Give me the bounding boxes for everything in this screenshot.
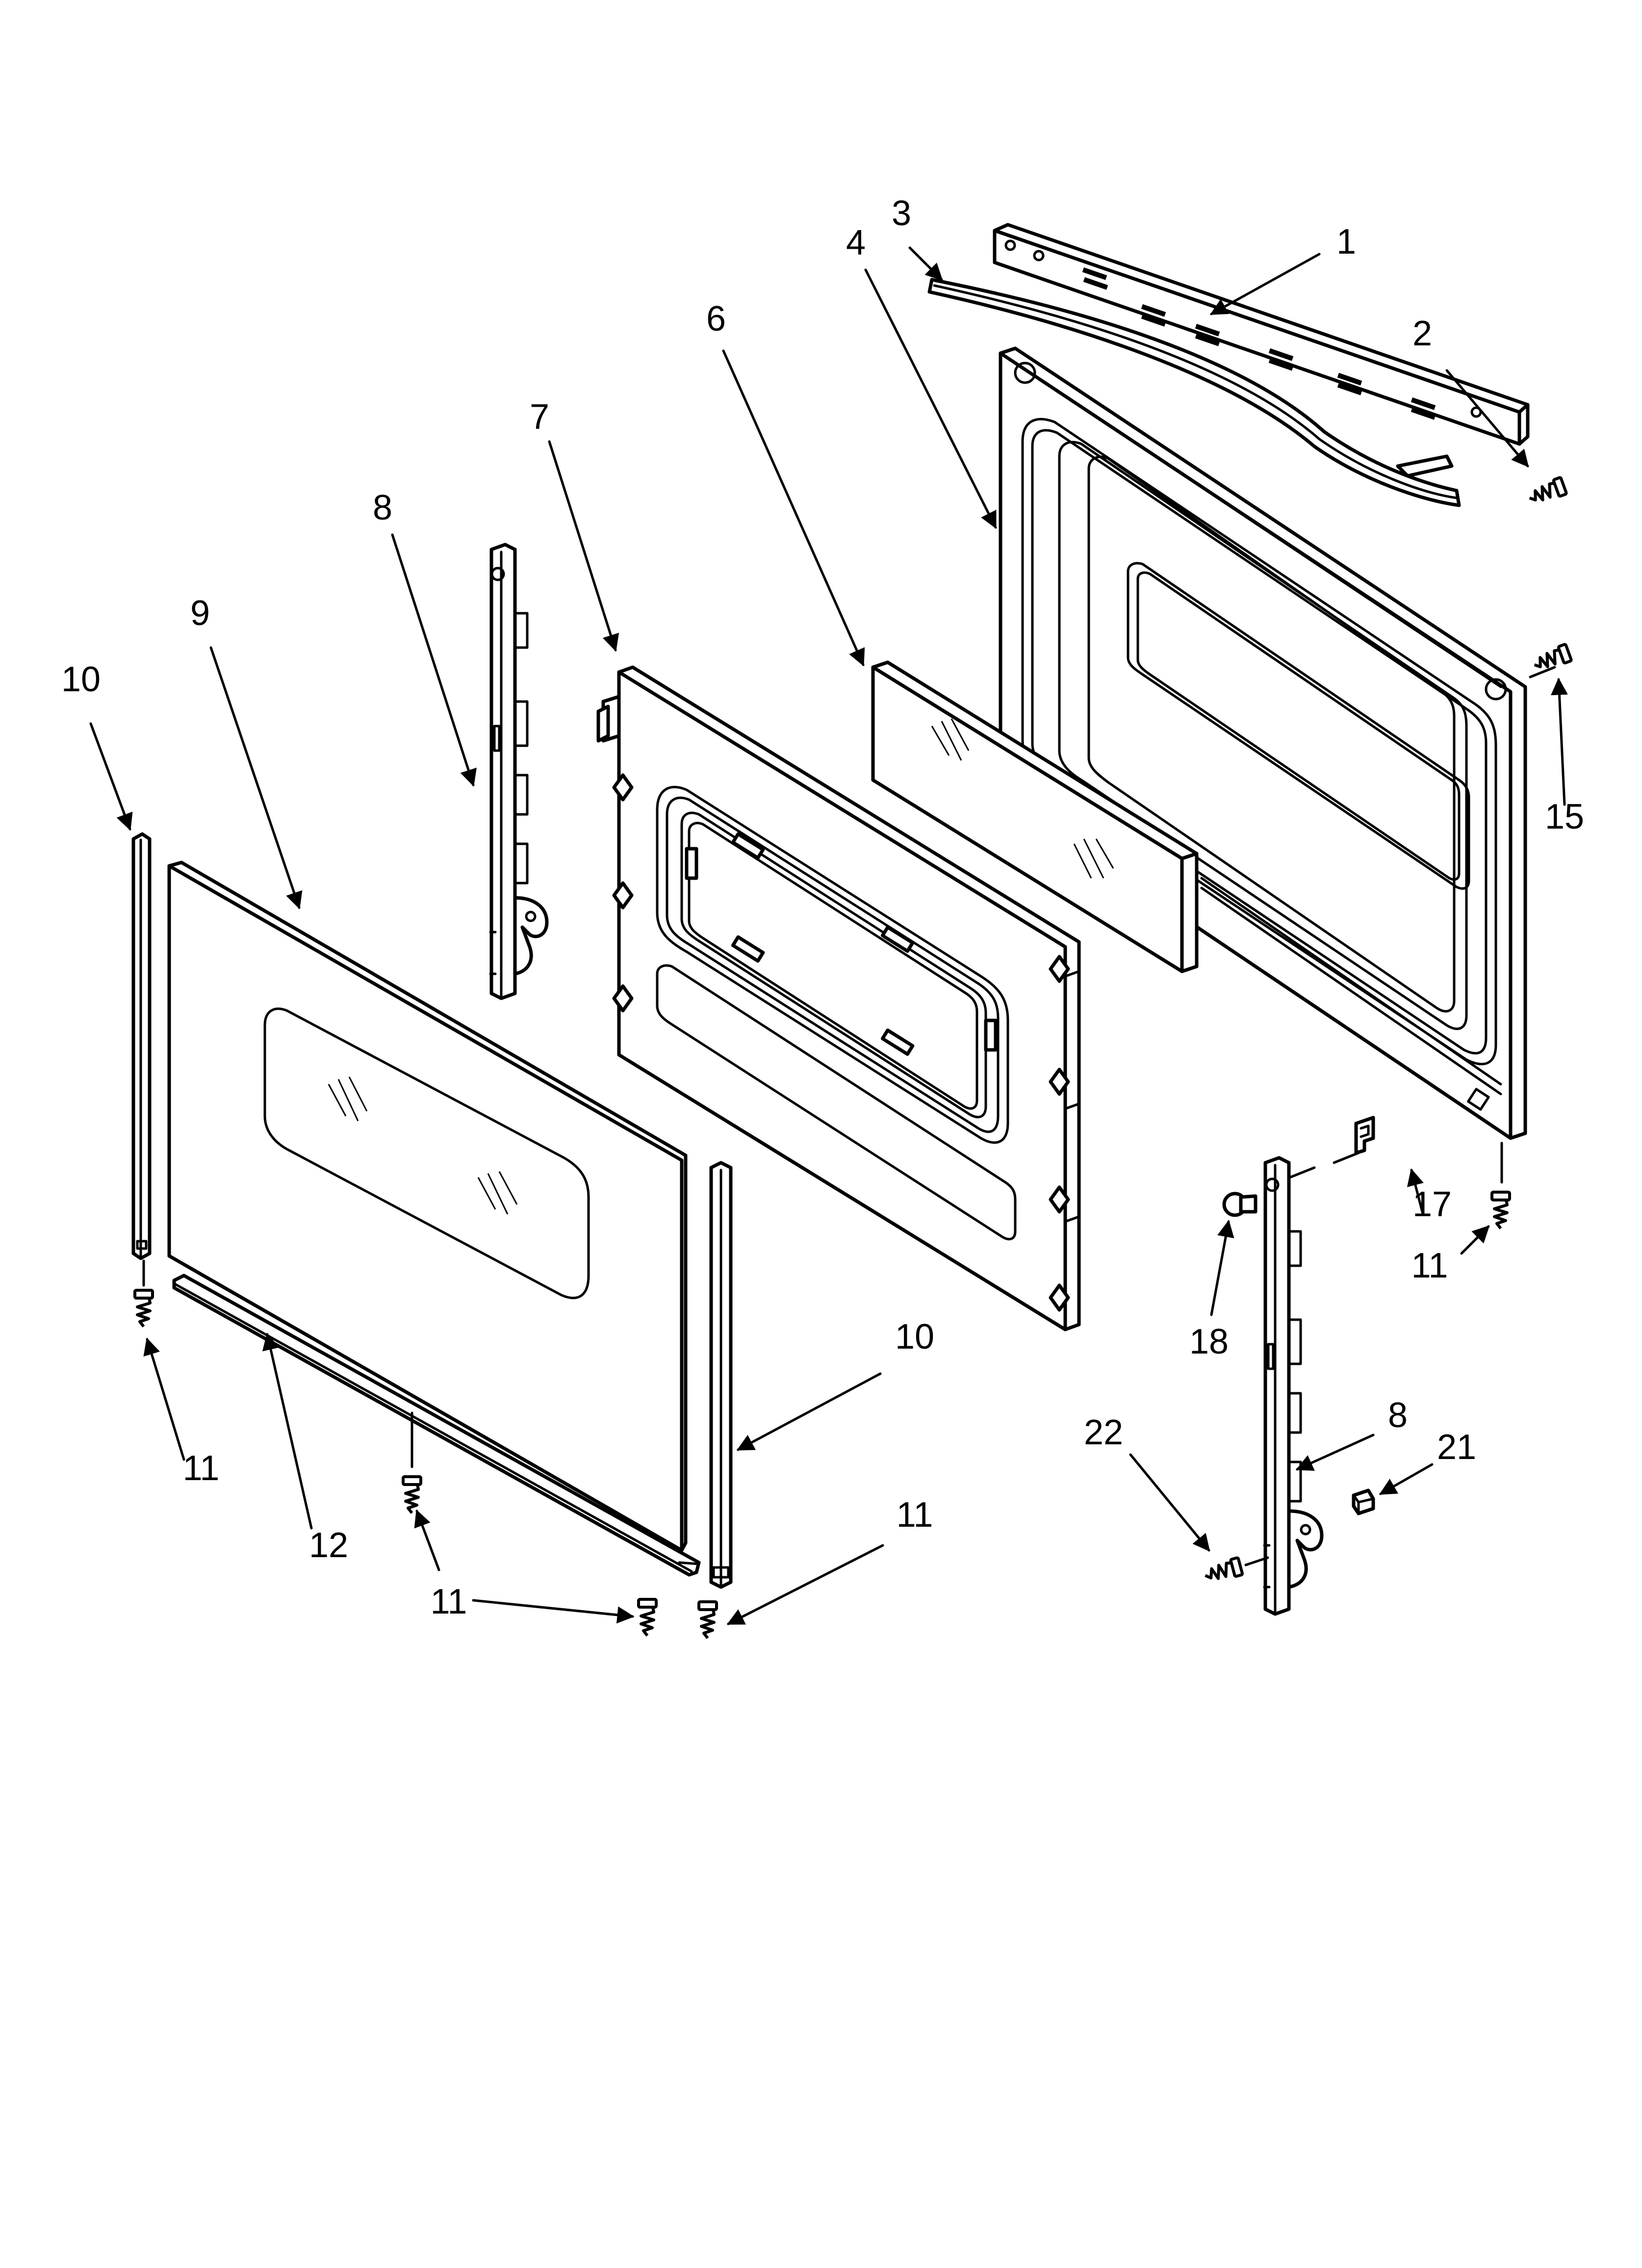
pin-part-18: [1222, 1192, 1257, 1217]
callout-11-hinge: 11: [1411, 1246, 1448, 1285]
callout-10-right: 10: [895, 1317, 934, 1356]
callout-21: 21: [1437, 1428, 1476, 1467]
clip-part-21: [1352, 1488, 1375, 1515]
callout-8-lower: 8: [1388, 1396, 1408, 1435]
callout-18: 18: [1189, 1322, 1229, 1361]
bottom-trim-part-12: [172, 1274, 701, 1577]
callout-11-right: 11: [897, 1495, 933, 1535]
callout-10-left: 10: [61, 660, 101, 699]
screw-part-11-left: [135, 1290, 153, 1327]
outer-door-panel-part-9: [167, 860, 688, 1552]
callout-2: 2: [1412, 314, 1432, 353]
screw-part-11-hinge: [1492, 1192, 1510, 1228]
alignment-line-15: [1529, 666, 1556, 678]
callout-12: 12: [309, 1526, 348, 1565]
side-trim-part-10-right: [709, 1161, 733, 1589]
callout-3: 3: [892, 194, 911, 233]
glass-pane-part-6: [871, 660, 1199, 973]
leader-lines: [89, 246, 1568, 1625]
door-handle-part-3: [927, 278, 1461, 507]
callout-9: 9: [190, 594, 210, 633]
callout-15: 15: [1545, 797, 1584, 836]
screw-part-2: [1526, 477, 1566, 506]
callout-17: 17: [1412, 1185, 1452, 1224]
door-liner-part-7: [596, 665, 1081, 1331]
side-trim-part-10-left: [131, 832, 152, 1260]
callout-8-upper: 8: [373, 488, 392, 527]
callout-11-center: 11: [431, 1582, 467, 1621]
screw-part-11-right: [699, 1602, 717, 1638]
callout-7: 7: [530, 397, 549, 437]
callout-6: 6: [706, 299, 726, 339]
hinge-channel-part-8-lower: [1263, 1156, 1324, 1616]
vent-trim-part-1: [993, 223, 1530, 446]
screw-part-22: [1203, 1558, 1243, 1584]
hinge-channel-part-8-upper: [489, 543, 549, 1000]
callout-22: 22: [1084, 1413, 1123, 1452]
alignment-line-18: [1288, 1151, 1360, 1179]
screw-part-11-center-lower: [639, 1599, 656, 1636]
screw-part-11-center-upper: [403, 1477, 421, 1513]
clip-part-17: [1354, 1116, 1375, 1155]
callout-4: 4: [846, 223, 866, 262]
alignment-line-22: [1244, 1556, 1269, 1566]
callout-11-left: 11: [183, 1449, 220, 1488]
callout-1: 1: [1336, 222, 1356, 261]
callout-labels: 1 2 3 4 6 7 8 9 10 10 15 17 11 18 8 21 2…: [61, 194, 1584, 1621]
